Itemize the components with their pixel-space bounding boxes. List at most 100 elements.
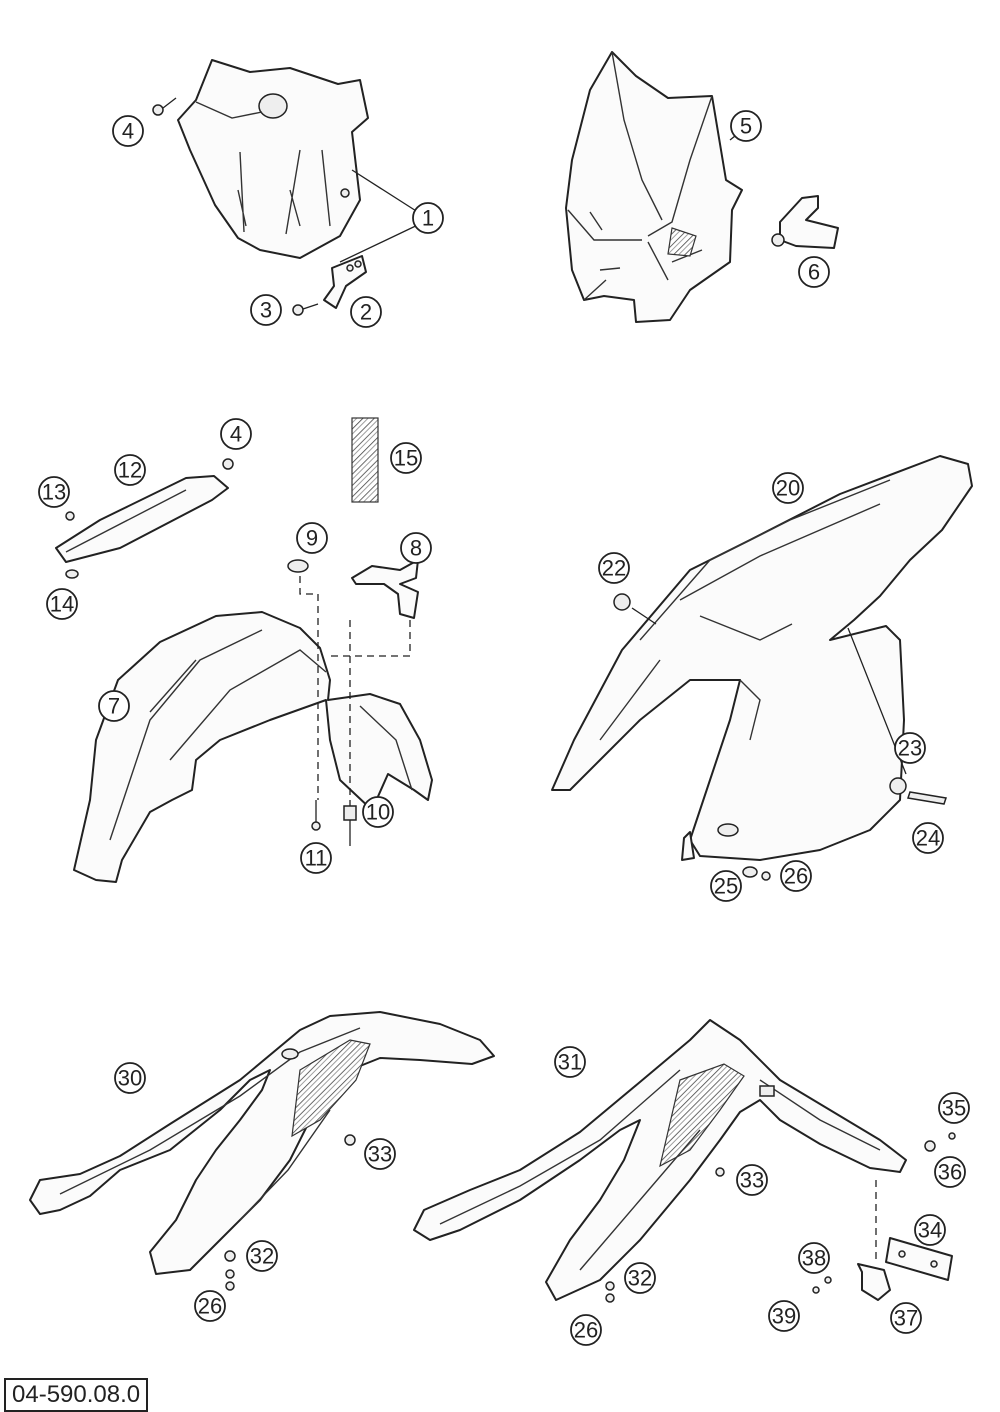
svg-text:10: 10 xyxy=(366,800,390,825)
svg-text:20: 20 xyxy=(776,476,800,501)
svg-text:37: 37 xyxy=(894,1306,918,1331)
callout-25: 25 xyxy=(710,870,742,902)
svg-text:35: 35 xyxy=(942,1096,966,1121)
callout-13: 13 xyxy=(38,476,70,508)
callout-15: 15 xyxy=(390,442,422,474)
callout-10: 10 xyxy=(362,796,394,828)
callout-26-left: 26 xyxy=(194,1290,226,1322)
svg-text:9: 9 xyxy=(306,526,318,551)
svg-text:33: 33 xyxy=(740,1168,764,1193)
svg-text:26: 26 xyxy=(784,864,808,889)
svg-text:26: 26 xyxy=(198,1294,222,1319)
callout-26-right: 26 xyxy=(570,1314,602,1346)
svg-text:25: 25 xyxy=(714,874,738,899)
callout-6: 6 xyxy=(798,256,830,288)
nut-22 xyxy=(613,593,631,611)
screw-11 xyxy=(311,800,321,831)
svg-text:38: 38 xyxy=(802,1246,826,1271)
front-fender xyxy=(73,611,433,883)
bracket-37 xyxy=(857,1263,891,1301)
callout-23: 23 xyxy=(894,732,926,764)
nut-32-left xyxy=(224,1250,236,1262)
callout-30: 30 xyxy=(114,1062,146,1094)
nut-36 xyxy=(924,1140,936,1152)
washer-38 xyxy=(824,1276,832,1284)
svg-text:1: 1 xyxy=(422,206,434,231)
svg-text:3: 3 xyxy=(260,298,272,323)
callout-31: 31 xyxy=(554,1046,586,1078)
svg-text:23: 23 xyxy=(898,736,922,761)
subframe-30 xyxy=(29,1011,495,1275)
headlight-housing xyxy=(565,51,743,323)
callout-12: 12 xyxy=(114,454,146,486)
clamp-6 xyxy=(771,195,839,249)
svg-text:15: 15 xyxy=(394,446,418,471)
svg-text:30: 30 xyxy=(118,1066,142,1091)
callout-9: 9 xyxy=(296,522,328,554)
svg-text:39: 39 xyxy=(772,1304,796,1329)
svg-text:7: 7 xyxy=(108,694,120,719)
callout-33-right: 33 xyxy=(736,1164,768,1196)
screw-33-right xyxy=(715,1167,725,1177)
svg-text:12: 12 xyxy=(118,458,142,483)
reflector-15 xyxy=(351,417,379,503)
nut-32-right xyxy=(605,1281,615,1303)
callout-1: 1 xyxy=(412,202,444,234)
svg-text:14: 14 xyxy=(50,592,74,617)
screw-4-top xyxy=(152,97,177,116)
callout-22: 22 xyxy=(598,552,630,584)
callout-7: 7 xyxy=(98,690,130,722)
callout-14: 14 xyxy=(46,588,78,620)
screw-33-left xyxy=(344,1134,356,1146)
svg-text:4: 4 xyxy=(230,422,242,447)
callout-layer: 1 2 3 4 5 6 4 12 13 14 15 9 8 7 10 11 20… xyxy=(38,110,970,1346)
screw-13 xyxy=(65,511,75,521)
svg-text:36: 36 xyxy=(938,1160,962,1185)
svg-text:6: 6 xyxy=(808,260,820,285)
svg-text:32: 32 xyxy=(250,1244,274,1269)
callout-8: 8 xyxy=(400,532,432,564)
callout-39: 39 xyxy=(768,1300,800,1332)
washer-14 xyxy=(65,569,79,579)
washer-25 xyxy=(742,866,758,878)
fender-bracket-8 xyxy=(351,559,419,619)
svg-text:8: 8 xyxy=(410,536,422,561)
screw-26-top xyxy=(761,871,771,881)
callout-32-right: 32 xyxy=(624,1262,656,1294)
nut-39 xyxy=(812,1286,820,1294)
callout-37: 37 xyxy=(890,1302,922,1334)
svg-text:34: 34 xyxy=(918,1218,942,1243)
svg-text:22: 22 xyxy=(602,556,626,581)
callout-26-top: 26 xyxy=(780,860,812,892)
callout-4-top: 4 xyxy=(112,115,144,147)
callout-34: 34 xyxy=(914,1214,946,1246)
light-34 xyxy=(885,1237,953,1281)
mask-bracket xyxy=(323,255,367,309)
svg-text:13: 13 xyxy=(42,480,66,505)
grommet-9 xyxy=(287,559,309,573)
callout-2: 2 xyxy=(350,296,382,328)
subframe-31 xyxy=(413,1019,907,1301)
rear-fender-20 xyxy=(551,455,973,861)
callout-32-left: 32 xyxy=(246,1240,278,1272)
callout-38: 38 xyxy=(798,1242,830,1274)
svg-text:26: 26 xyxy=(574,1318,598,1343)
callout-3: 3 xyxy=(250,294,282,326)
callout-20: 20 xyxy=(772,472,804,504)
screw-24 xyxy=(907,791,947,805)
nut-23 xyxy=(889,777,907,795)
headlight-mask xyxy=(177,59,369,259)
side-strip-12 xyxy=(55,475,229,563)
svg-text:5: 5 xyxy=(740,114,752,139)
svg-text:11: 11 xyxy=(305,846,328,871)
svg-text:4: 4 xyxy=(122,119,134,144)
callout-11: 11 xyxy=(300,842,332,874)
callout-36: 36 xyxy=(934,1156,966,1188)
svg-text:2: 2 xyxy=(360,300,372,325)
callout-33-left: 33 xyxy=(364,1138,396,1170)
callout-24: 24 xyxy=(912,822,944,854)
washer-35 xyxy=(948,1132,956,1140)
callout-4-left: 4 xyxy=(220,418,252,450)
svg-text:32: 32 xyxy=(628,1266,652,1291)
